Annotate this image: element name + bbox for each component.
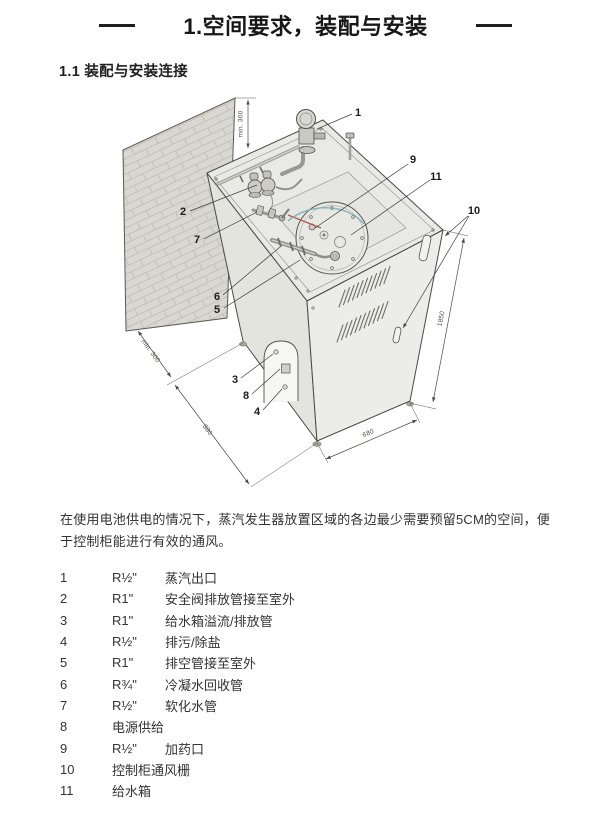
title-dash-right xyxy=(475,23,512,27)
section-heading: 1.1 装配与安装连接 xyxy=(59,64,188,80)
callout-4: 4 xyxy=(254,406,261,418)
dim-label-top-clearance: min. 300 xyxy=(238,110,245,137)
legend-number: 8 xyxy=(60,719,68,735)
legend-number: 2 xyxy=(60,591,68,607)
installation-diagram: min. 300 xyxy=(110,88,500,508)
legend-desc: 排空管接至室外 xyxy=(165,656,257,672)
feedwater-tank-lid xyxy=(295,201,369,275)
callout-8: 8 xyxy=(243,390,249,402)
legend-desc: 排污/除盐 xyxy=(165,635,221,651)
legend-size: R1" xyxy=(112,655,134,671)
brick-wall xyxy=(122,97,236,332)
legend-number: 9 xyxy=(60,740,68,756)
legend-size: R¾" xyxy=(112,676,137,692)
legend-number: 6 xyxy=(60,676,68,692)
legend-number: 11 xyxy=(60,783,74,799)
callout-5: 5 xyxy=(214,304,220,316)
legend-number: 10 xyxy=(60,761,75,777)
legend-row-9: 9 R½" 加药口 xyxy=(60,737,480,758)
legend-size: R½" xyxy=(112,570,137,586)
connection-arch-plate xyxy=(263,340,299,403)
legend-number: 3 xyxy=(60,612,68,628)
legend-row-8: 8 电源供给 xyxy=(60,716,480,737)
legend-row-11: 11 给水箱 xyxy=(60,780,480,801)
diagram-svg: min. 300 xyxy=(122,97,480,488)
legend-row-2: 2 R1" 安全阀排放管接至室外 xyxy=(60,588,480,609)
legend-size: R1" xyxy=(112,591,134,607)
legend-row-3: 3 R1" 给水箱溢流/排放管 xyxy=(60,610,480,631)
dim-label-height: 1850 xyxy=(437,310,447,327)
safety-valve-assembly xyxy=(216,109,355,186)
legend-size: R½" xyxy=(112,634,137,650)
legend-desc: 软化水管 xyxy=(165,698,218,714)
legend-desc: 冷凝水回收管 xyxy=(165,677,244,693)
legend-row-6: 6 R¾" 冷凝水回收管 xyxy=(60,673,480,694)
dim-label-width: 680 xyxy=(362,428,376,439)
panel-screws xyxy=(214,127,435,310)
legend-size: R1" xyxy=(112,612,134,628)
legend-number: 7 xyxy=(60,697,68,713)
legend-row-5: 5 R1" 排空管接至室外 xyxy=(60,652,480,673)
control-cabinet-vent-slots xyxy=(392,234,432,344)
chapter-title: 1.空间要求，装配与安装 xyxy=(183,14,428,39)
dimension-width: 680 xyxy=(316,402,421,464)
legend-size: R½" xyxy=(112,740,137,756)
blowdown-connection xyxy=(282,384,288,390)
callout-9: 9 xyxy=(410,154,416,166)
callout-6: 6 xyxy=(214,291,220,303)
legend-desc: 给水箱 xyxy=(112,784,152,800)
legend-number: 5 xyxy=(60,655,68,671)
callout-11: 11 xyxy=(430,171,442,183)
legend-number: 4 xyxy=(60,634,68,650)
chapter-title-row: 1.空间要求，装配与安装 xyxy=(0,9,611,41)
legend-number: 1 xyxy=(60,570,68,586)
dimension-top-clearance: min. 300 xyxy=(235,97,256,148)
vent-louvers xyxy=(336,265,391,343)
legend-desc: 蒸汽出口 xyxy=(165,571,218,587)
callout-7: 7 xyxy=(194,234,200,246)
legend-desc: 加药口 xyxy=(165,741,205,757)
safety-discharge-valve xyxy=(247,170,303,213)
legend-desc: 安全阀排放管接至室外 xyxy=(165,592,296,608)
callout-10: 10 xyxy=(468,205,480,217)
water-piping-manifold xyxy=(251,205,365,261)
callout-3: 3 xyxy=(232,374,238,386)
legend-desc: 控制柜通风栅 xyxy=(112,762,191,778)
dim-label-depth: 880 xyxy=(201,423,214,437)
body-paragraph: 在使用电池供电的情况下，蒸汽发生器放置区域的各边最少需要预留5CM的空间，便于控… xyxy=(60,512,551,549)
dimension-height: 1850 xyxy=(409,229,469,410)
title-dash-left xyxy=(99,23,136,27)
dimension-side-clearance: min. 300 xyxy=(137,330,244,386)
legend-size: R½" xyxy=(112,697,137,713)
power-supply-entry xyxy=(281,363,291,374)
dim-label-side-clearance: min. 300 xyxy=(139,338,161,364)
callout-lines xyxy=(189,113,470,411)
callout-numbers: 1 2 3 4 5 6 7 8 9 10 11 xyxy=(180,107,480,418)
callout-1: 1 xyxy=(355,107,361,119)
legend-row-4: 4 R½" 排污/除盐 xyxy=(60,631,480,652)
legend-row-7: 7 R½" 软化水管 xyxy=(60,695,480,716)
legend-row-10: 10 控制柜通风栅 xyxy=(60,759,480,780)
legend-desc: 电源供给 xyxy=(112,720,165,736)
callout-2: 2 xyxy=(180,206,186,218)
legend-table: 1 R½" 蒸汽出口 2 R1" 安全阀排放管接至室外 3 R1" 给水箱溢流/… xyxy=(60,567,480,801)
legend-desc: 给水箱溢流/排放管 xyxy=(165,613,273,629)
overflow-connection xyxy=(273,349,279,355)
legend-row-1: 1 R½" 蒸汽出口 xyxy=(60,567,480,588)
